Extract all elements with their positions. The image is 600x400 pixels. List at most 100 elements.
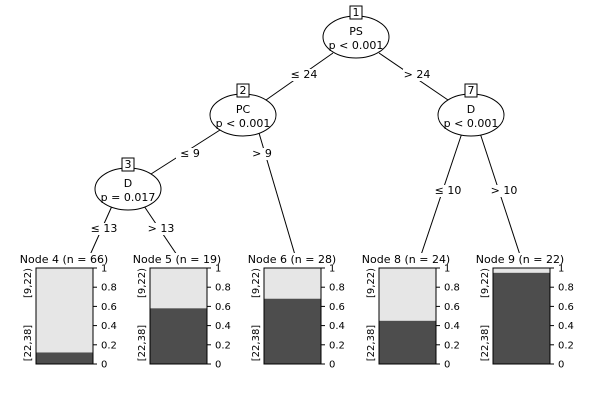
axis-tick-label: 0.2 [558, 340, 574, 351]
terminal-title-background [360, 253, 452, 265]
terminal-node-title: Node 6 (n = 28) [248, 253, 336, 266]
terminal-title-background [474, 253, 566, 265]
bar-segment-light [264, 268, 321, 299]
edge-label-2-3: ≤ 9 [180, 147, 200, 160]
node-id-label: 3 [125, 158, 132, 171]
edge-label-background [147, 223, 175, 235]
node-variable-label: PC [236, 103, 251, 116]
node-variable-label: PS [349, 25, 363, 38]
edge-label-3-5: > 13 [148, 222, 175, 235]
axis-tick-label: 0.6 [444, 302, 460, 313]
terminal-node-title: Node 9 (n = 22) [476, 253, 564, 266]
edge-label-background [290, 69, 318, 81]
bar-segment-dark [379, 320, 436, 364]
category-label-top: [9,22) [23, 268, 34, 298]
axis-tick-label: 0.6 [329, 302, 345, 313]
axis-tick-label: 0 [215, 360, 221, 371]
axis-tick-label: 0.2 [329, 340, 345, 351]
terminal-node-9: Node 9 (n = 22) [9,22) [22,38] 0 0.2 0.4 0.6 0.… [474, 253, 574, 371]
axis-tick-label: 0 [444, 360, 450, 371]
axis-tick-label: 1 [101, 264, 107, 275]
node-pvalue-label: p < 0.001 [444, 117, 499, 130]
inner-node-7: 7Dp < 0.001 [437, 83, 505, 137]
node-pvalue-label: p < 0.001 [216, 117, 271, 130]
axis-tick-label: 0.2 [101, 340, 117, 351]
axis-tick-label: 1 [558, 264, 564, 275]
bar-segment-light [379, 268, 436, 321]
axis-tick-label: 0 [558, 360, 564, 371]
axis-tick-label: 0.4 [558, 321, 574, 332]
axis-tick-label: 0 [329, 360, 335, 371]
axis-tick-label: 0.8 [215, 283, 231, 294]
bar-frame [378, 267, 437, 365]
axis-tick-label: 0.2 [215, 340, 231, 351]
bar-frame [149, 267, 208, 365]
axis-tick-label: 0.6 [101, 302, 117, 313]
bar-frame [263, 267, 322, 365]
terminal-node-6: Node 6 (n = 28) [9,22) [22,38] 0 0.2 0.4 0.6 0.… [246, 253, 345, 371]
terminal-title-background [246, 253, 338, 265]
edge-label-background [403, 69, 431, 81]
bar-segment-light [36, 268, 93, 353]
terminal-node-title: Node 4 (n = 66) [20, 253, 108, 266]
category-label-bottom: [22,38] [480, 325, 491, 362]
edge-label-7-8: ≤ 10 [435, 184, 462, 197]
axis-tick-label: 0.2 [444, 340, 460, 351]
category-label-bottom: [22,38] [366, 325, 377, 362]
terminal-node-title: Node 8 (n = 24) [362, 253, 450, 266]
node-id-box [236, 83, 250, 98]
edge-label-background [490, 185, 518, 197]
category-label-top: [9,22) [137, 268, 148, 298]
bar-segment-dark [493, 272, 550, 364]
axis-tick-label: 0.6 [558, 302, 574, 313]
terminal-node-8: Node 8 (n = 24)[9,22)[22,38]00.20.40.60.… [360, 253, 460, 371]
bar-segment-light [150, 268, 207, 309]
terminal-title-background [18, 253, 110, 265]
axis-tick-label: 0.4 [215, 321, 231, 332]
node-variable-label: D [467, 103, 475, 116]
category-label-bottom: [22,38] [23, 325, 34, 362]
axis-tick-label: 0.4 [329, 321, 345, 332]
edge-label-1-2: ≤ 24 [291, 68, 318, 81]
axis-tick-label: 0.6 [215, 302, 231, 313]
edge-label-3-4: ≤ 13 [91, 222, 118, 235]
edge-label-1-7: > 24 [404, 68, 431, 81]
node-id-box [464, 83, 478, 98]
category-label-top: [9,22) [251, 268, 262, 298]
bar-segment-dark [150, 308, 207, 364]
axis-tick-label: 0.4 [101, 321, 117, 332]
category-label-bottom: [22,38] [251, 325, 262, 362]
bar-frame [492, 267, 551, 365]
axis-tick-label: 0.8 [329, 283, 345, 294]
terminal-node-5: Node 5 (n = 19)[9,22)[22,38]00.20.40.60.… [131, 253, 231, 371]
category-label-bottom: [22,38] [137, 325, 148, 362]
axis-tick-label: 0.8 [101, 283, 117, 294]
edge-label-7-9: > 10 [491, 184, 518, 197]
node-pvalue-label: p = 0.017 [101, 191, 156, 204]
category-label-top: [9,22) [480, 268, 491, 298]
edge-label-background [248, 148, 276, 160]
edge-label-background [434, 185, 462, 197]
node-id-label: 7 [468, 84, 475, 97]
bar-segment-dark [36, 352, 93, 364]
node-id-label: 2 [240, 84, 247, 97]
edge-label-background [90, 223, 118, 235]
axis-tick-label: 1 [329, 264, 335, 275]
node-id-label: 1 [353, 6, 360, 19]
terminal-nodes-layer: Node 4 (n = 66) [9,22) [22,38] 0 0.2 0.4 0.6 0.… [18, 253, 574, 371]
terminal-title-background [131, 253, 223, 265]
axis-tick-label: 1 [444, 264, 450, 275]
terminal-node-4: Node 4 (n = 66)[9,22)[22,38]00.20.40.60.… [18, 253, 117, 371]
axis-tick-label: 0.8 [444, 283, 460, 294]
edge-label-2-6: > 9 [252, 147, 272, 160]
inner-node-3: 3Dp = 0.017 [94, 157, 162, 211]
node-id-box [121, 157, 135, 172]
bar-segment-dark [264, 298, 321, 364]
axis-tick-label: 0.4 [444, 321, 460, 332]
bar-frame [35, 267, 94, 365]
axis-tick-label: 0.8 [558, 283, 574, 294]
bar-segment-light [493, 268, 550, 273]
